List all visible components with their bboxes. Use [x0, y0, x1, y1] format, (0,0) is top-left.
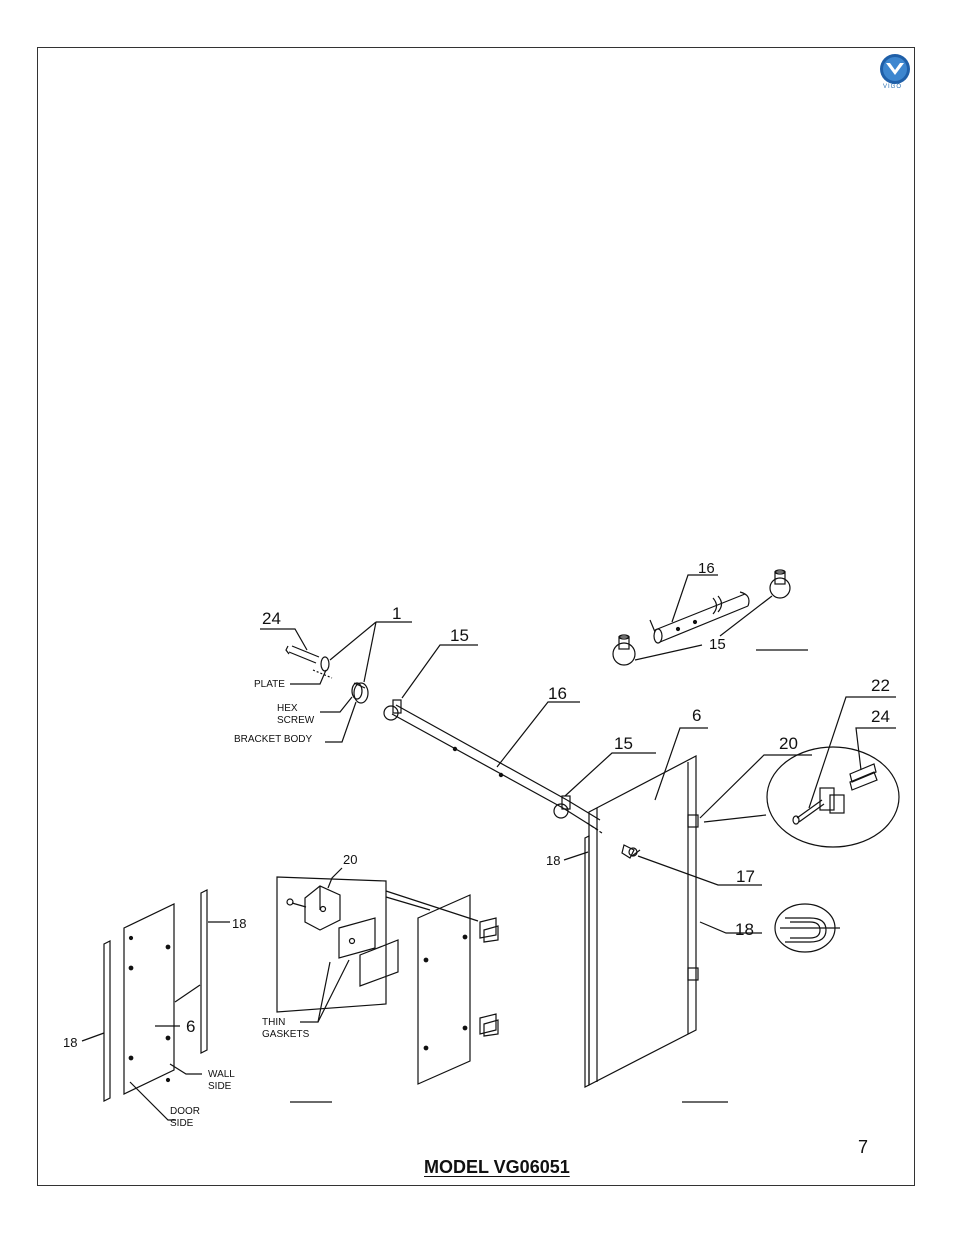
callout-15-detail: 15 [709, 636, 726, 653]
support-bar-assembly [383, 644, 656, 834]
callout-24-right: 24 [871, 707, 890, 726]
vigo-logo [880, 54, 910, 84]
wall-side-label-1: WALL [208, 1069, 235, 1080]
page-number: 7 [858, 1137, 869, 1157]
logo-text: VIGO [883, 84, 903, 90]
main-glass-door [563, 727, 812, 1088]
callout-22: 22 [871, 676, 890, 695]
callout-6-main: 6 [692, 706, 702, 725]
callout-20-left: 20 [343, 852, 358, 867]
callout-1: 1 [392, 604, 402, 623]
small-glass-panel [417, 894, 499, 1085]
bracket-body-label: BRACKET BODY [234, 734, 313, 745]
door-side-label-1: DOOR [170, 1106, 200, 1117]
wall-bracket-assembly [260, 621, 412, 743]
callout-18-panel-left: 18 [63, 1035, 78, 1050]
door-side-label-2: SIDE [170, 1118, 194, 1129]
callout-6-panel: 6 [186, 1017, 196, 1036]
seal-detail [774, 903, 840, 953]
wall-side-label-2: SIDE [208, 1081, 232, 1092]
thin-gaskets-label-1: THIN [262, 1017, 286, 1028]
left-glass-panel [81, 889, 728, 1121]
callout-18-right: 18 [735, 920, 754, 939]
detail-tube-assembly [612, 569, 808, 666]
callout-20-right: 20 [779, 734, 798, 753]
model-title: MODEL VG06051 [424, 1157, 570, 1177]
hex-screw-label-1: HEX [277, 703, 298, 714]
thin-gaskets-label-2: GASKETS [262, 1029, 310, 1040]
hinge-detail [276, 867, 479, 1023]
callout-24-top: 24 [262, 609, 281, 628]
hardware-detail-oval [766, 696, 900, 848]
hex-screw-label-2: SCREW [277, 715, 315, 726]
callout-16-main: 16 [548, 684, 567, 703]
callout-15-top: 15 [450, 626, 469, 645]
callout-18-panel-top: 18 [232, 916, 247, 931]
plate-label: PLATE [254, 679, 285, 690]
callout-17: 17 [736, 867, 755, 886]
callout-15-mid: 15 [614, 734, 633, 753]
callout-16-detail: 16 [698, 560, 715, 577]
page-frame [37, 47, 915, 1186]
callout-18-door: 18 [546, 853, 561, 868]
